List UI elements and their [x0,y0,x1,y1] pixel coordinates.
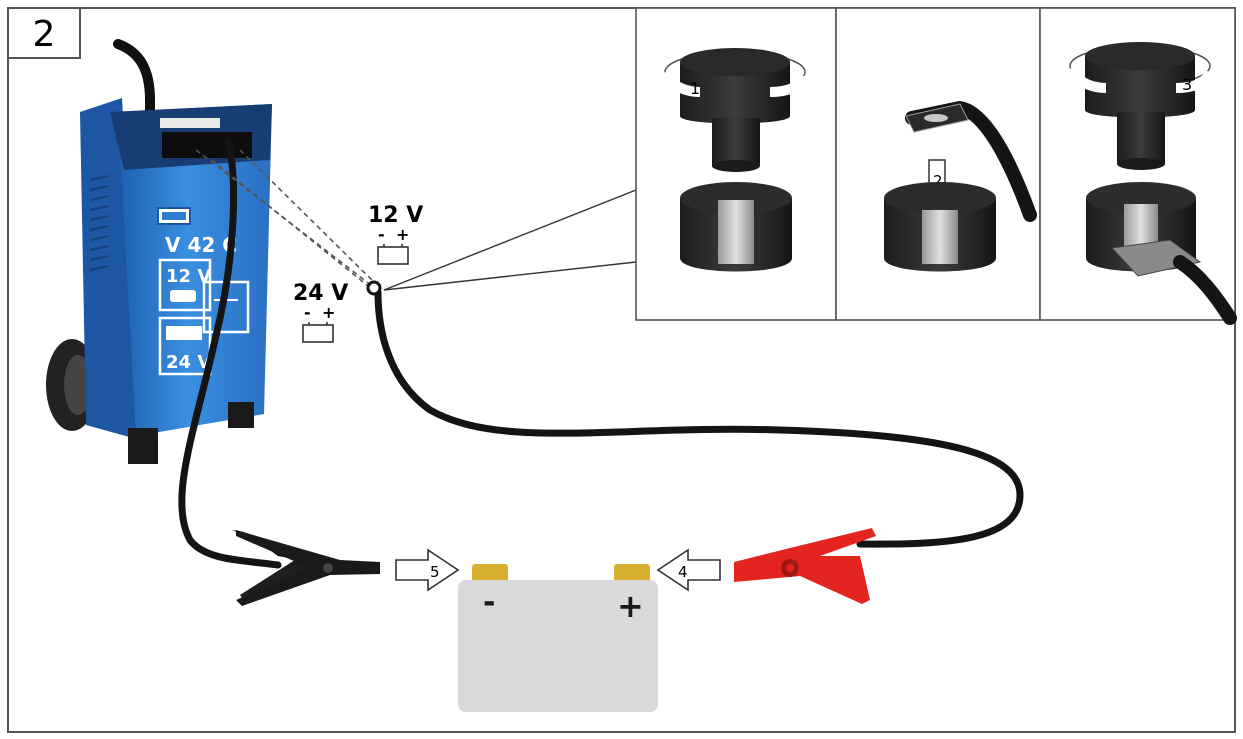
step-number-box [7,7,81,59]
battery-symbol-24v: - + [302,303,335,343]
black-clamp [232,530,380,606]
right-arrow-icon [395,548,460,592]
step-marker-1: 1 [690,79,700,98]
arrow-to-positive: 4 [656,548,721,592]
red-clamp [734,528,876,604]
step-number: 2 [33,14,56,55]
charger-handle [113,39,155,130]
svg-text:-: - [304,303,311,322]
left-arrow-icon [656,548,721,592]
unscrew-nut-illustration: 1 [661,48,809,272]
tighten-nut-illustration: 3 [1067,42,1237,325]
charger-12v-box [158,258,212,312]
charger-model-label: V 42 C [165,233,237,257]
svg-text:+: + [396,225,409,244]
place-terminal-illustration: 2 [884,100,1037,272]
step-marker-3: 3 [1182,75,1192,94]
step-marker-2: 2 [933,172,943,190]
step-marker-4: 4 [678,563,688,581]
step-marker-5: 5 [430,563,440,581]
callout-line-bottom [383,261,637,291]
outer-frame [7,7,1236,733]
ring-terminal [366,280,382,296]
svg-text:+: + [322,303,335,322]
threaded-stud [718,200,754,264]
charger-foot [128,428,158,464]
inset-panels: 1 2 3 [635,7,1237,325]
battery-body [458,580,658,712]
negative-terminal [472,564,508,582]
charger-24v-label: 24 V [166,352,211,373]
battery-symbol-12v: - + [377,225,409,265]
battery-charger: V 42 C 12 V 24 V [46,39,272,464]
charger-24v-box [158,316,212,376]
positive-terminal [614,564,650,582]
negative-sign: - [483,585,495,620]
voltage-label-12v: 12 V [368,203,423,228]
charger-12v-label: 12 V [166,266,211,287]
negative-cable [178,136,282,569]
positive-cable [374,288,1024,548]
positive-sign: + [617,587,644,625]
callout-line-top [383,189,637,291]
battery: - + [458,564,658,712]
arrow-to-negative: 5 [395,548,460,592]
svg-text:-: - [378,225,385,244]
voltage-label-24v: 24 V [293,281,348,306]
